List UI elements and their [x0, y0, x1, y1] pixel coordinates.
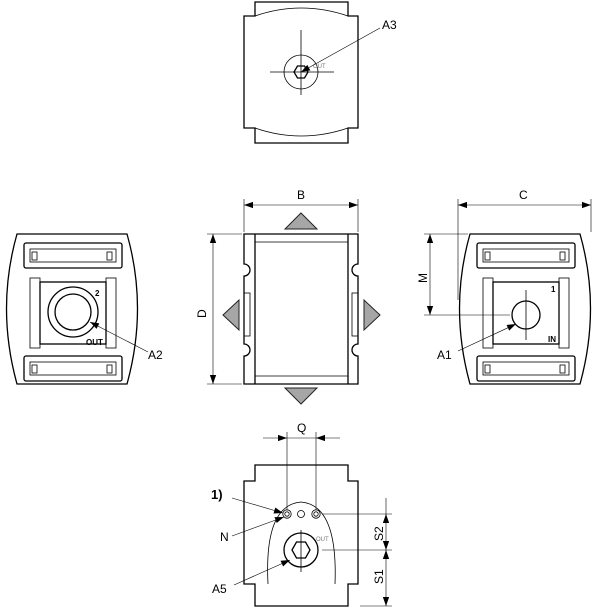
- front-view: B D: [195, 188, 381, 405]
- hex-port-bottom-icon: [291, 541, 311, 559]
- flow-arrow-left-icon: [222, 298, 240, 332]
- label-a2: A2: [148, 348, 163, 362]
- hex-port-icon: [293, 65, 309, 79]
- dimension-b: B: [297, 188, 305, 202]
- dimension-q: Q: [297, 421, 306, 435]
- flow-arrow-right-icon: [363, 298, 381, 332]
- out-mark-left: OUT: [86, 338, 103, 347]
- bottom-view: OUT Q 1) N A5 S2 S1: [211, 421, 392, 607]
- small-port-left-icon: [282, 509, 292, 519]
- port-number-1: 1: [551, 285, 556, 294]
- flow-arrow-down-icon: [283, 387, 319, 405]
- port-circle-out: [54, 293, 92, 331]
- dimension-s2: S2: [372, 526, 386, 541]
- dimension-m: M: [416, 273, 430, 283]
- in-mark-right: IN: [548, 335, 556, 344]
- dimension-c: C: [519, 188, 528, 202]
- small-port-center-icon: [297, 510, 305, 518]
- port-number-2: 2: [95, 289, 100, 298]
- port-circle: [283, 54, 319, 90]
- label-a3: A3: [382, 18, 397, 32]
- right-view: 1 IN A1 C M: [416, 188, 592, 385]
- flow-arrow-up-icon: [283, 212, 319, 230]
- small-port-right-icon: [311, 509, 321, 519]
- label-a1: A1: [437, 348, 452, 362]
- top-view: OUT A3: [243, 1, 397, 144]
- dimension-s1: S1: [372, 569, 386, 584]
- note-1: 1): [211, 487, 223, 502]
- label-a5: A5: [212, 582, 227, 596]
- dimension-d: D: [195, 309, 209, 318]
- out-mark-bottom: OUT: [316, 537, 329, 543]
- out-mark-top: OUT: [313, 64, 326, 70]
- left-view: 2 OUT A2: [5, 233, 163, 385]
- label-n: N: [220, 530, 229, 544]
